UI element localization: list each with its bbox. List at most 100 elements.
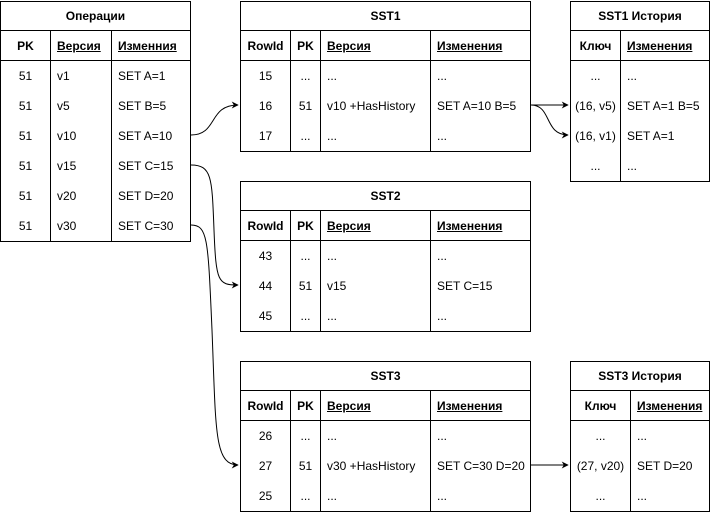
table-header: RowId PK Версия Изменения bbox=[241, 31, 530, 61]
table-cell: ... bbox=[437, 69, 448, 83]
table-cell: 44 bbox=[241, 271, 291, 301]
table-cell: ... bbox=[571, 421, 631, 451]
table-cell: 26 bbox=[241, 421, 291, 451]
sst3-table: SST3 RowId PK Версия Изменения 26 ... ..… bbox=[240, 361, 531, 512]
column-header: RowId bbox=[241, 211, 291, 240]
table-cell: ... bbox=[321, 421, 431, 451]
table-cell: SET A=10 bbox=[118, 129, 173, 143]
table-cell: 15 bbox=[241, 61, 291, 91]
table-cell: ... bbox=[321, 241, 431, 271]
table-cell: SET C=30 D=20 bbox=[437, 459, 525, 473]
table-body: 51 v1 SET A=1 51 v5 SET B=5 51 v10 SET A… bbox=[1, 61, 190, 241]
table-cell: ... bbox=[437, 489, 448, 503]
table-cell: 51 bbox=[291, 451, 321, 481]
table-row: 51 v10 SET A=10 bbox=[1, 121, 190, 151]
table-cell: ... bbox=[571, 151, 621, 181]
table-row: (16, v1) SET A=1 bbox=[571, 121, 709, 151]
table-title: SST1 bbox=[241, 2, 530, 31]
table-cell: ... bbox=[321, 61, 431, 91]
table-title: SST1 История bbox=[571, 2, 709, 31]
column-header: Версия bbox=[321, 31, 431, 60]
column-header: Версия bbox=[321, 391, 431, 420]
table-row: 17 ... ... ... bbox=[241, 121, 530, 151]
table-cell: ... bbox=[291, 241, 321, 271]
column-header: Изменения bbox=[437, 219, 503, 233]
table-cell: 43 bbox=[241, 241, 291, 271]
table-cell: (27, v20) bbox=[571, 451, 631, 481]
table-row: 43 ... ... ... bbox=[241, 241, 530, 271]
table-row: 51 v30 SET C=30 bbox=[1, 211, 190, 241]
table-cell: SET C=15 bbox=[118, 159, 174, 173]
sst2-table: SST2 RowId PK Версия Изменения 43 ... ..… bbox=[240, 181, 531, 332]
column-header: PK bbox=[291, 31, 321, 60]
table-cell: ... bbox=[437, 129, 448, 143]
table-row: (27, v20) SET D=20 bbox=[571, 451, 709, 481]
column-header: PK bbox=[291, 391, 321, 420]
table-cell: SET D=20 bbox=[637, 459, 693, 473]
table-title: SST3 bbox=[241, 362, 530, 391]
table-cell: 25 bbox=[241, 481, 291, 511]
table-cell: 16 bbox=[241, 91, 291, 121]
arrow-sst1-to-history-v1 bbox=[530, 104, 569, 139]
table-cell: v10 +HasHistory bbox=[321, 91, 431, 121]
table-cell: SET C=30 bbox=[118, 219, 174, 233]
sst1-table: SST1 RowId PK Версия Изменения 15 ... ..… bbox=[240, 1, 531, 152]
column-header: Версия bbox=[51, 31, 112, 60]
table-cell: ... bbox=[637, 489, 648, 503]
column-header: Изменения bbox=[437, 39, 503, 53]
table-cell: ... bbox=[321, 121, 431, 151]
table-row: 51 v1 SET A=1 bbox=[1, 61, 190, 91]
operations-table: Операции PK Версия Изменния 51 v1 SET A=… bbox=[0, 1, 191, 242]
table-cell: 27 bbox=[241, 451, 291, 481]
table-cell: v1 bbox=[51, 61, 112, 91]
table-header: Ключ Изменения bbox=[571, 31, 709, 61]
column-header: Изменения bbox=[627, 39, 693, 53]
table-cell: ... bbox=[571, 481, 631, 511]
table-cell: ... bbox=[291, 121, 321, 151]
table-cell: v5 bbox=[51, 91, 112, 121]
table-title: Операции bbox=[1, 2, 190, 31]
table-cell: SET D=20 bbox=[118, 189, 174, 203]
table-row: ... ... bbox=[571, 481, 709, 511]
table-header: PK Версия Изменния bbox=[1, 31, 190, 61]
table-cell: 51 bbox=[291, 271, 321, 301]
table-cell: SET A=1 B=5 bbox=[627, 99, 700, 113]
table-cell: ... bbox=[437, 429, 448, 443]
table-cell: (16, v5) bbox=[571, 91, 621, 121]
table-row: 44 51 v15 SET C=15 bbox=[241, 271, 530, 301]
table-cell: 51 bbox=[1, 151, 51, 181]
table-cell: ... bbox=[291, 301, 321, 331]
table-row: 51 v20 SET D=20 bbox=[1, 181, 190, 211]
table-cell: SET C=15 bbox=[437, 279, 493, 293]
table-cell: v15 bbox=[321, 271, 431, 301]
table-cell: SET B=5 bbox=[118, 99, 167, 113]
table-row: ... ... bbox=[571, 151, 709, 181]
table-cell: v30 +HasHistory bbox=[321, 451, 431, 481]
table-cell: v10 bbox=[51, 121, 112, 151]
table-cell: ... bbox=[627, 159, 638, 173]
table-row: 26 ... ... ... bbox=[241, 421, 530, 451]
table-cell: ... bbox=[291, 481, 321, 511]
sst1-history-table: SST1 История Ключ Изменения ... ... (16,… bbox=[570, 1, 710, 182]
table-cell: ... bbox=[627, 69, 638, 83]
table-cell: SET A=1 bbox=[627, 129, 675, 143]
table-row: 16 51 v10 +HasHistory SET A=10 B=5 bbox=[241, 91, 530, 121]
table-cell: 51 bbox=[1, 181, 51, 211]
table-cell: 51 bbox=[1, 61, 51, 91]
table-row: 51 v15 SET C=15 bbox=[1, 151, 190, 181]
column-header: Ключ bbox=[571, 31, 621, 60]
table-cell: ... bbox=[291, 61, 321, 91]
table-row: 15 ... ... ... bbox=[241, 61, 530, 91]
column-header: Изменения bbox=[637, 399, 703, 413]
column-header: Изменения bbox=[437, 399, 503, 413]
column-header: PK bbox=[1, 31, 51, 60]
table-row: ... ... bbox=[571, 61, 709, 91]
table-cell: ... bbox=[291, 421, 321, 451]
table-title: SST2 bbox=[241, 182, 530, 211]
column-header: Изменния bbox=[118, 39, 177, 53]
table-cell: v30 bbox=[51, 211, 112, 241]
table-cell: v20 bbox=[51, 181, 112, 211]
table-header: Ключ Изменения bbox=[571, 391, 709, 421]
table-cell: (16, v1) bbox=[571, 121, 621, 151]
column-header: RowId bbox=[241, 391, 291, 420]
